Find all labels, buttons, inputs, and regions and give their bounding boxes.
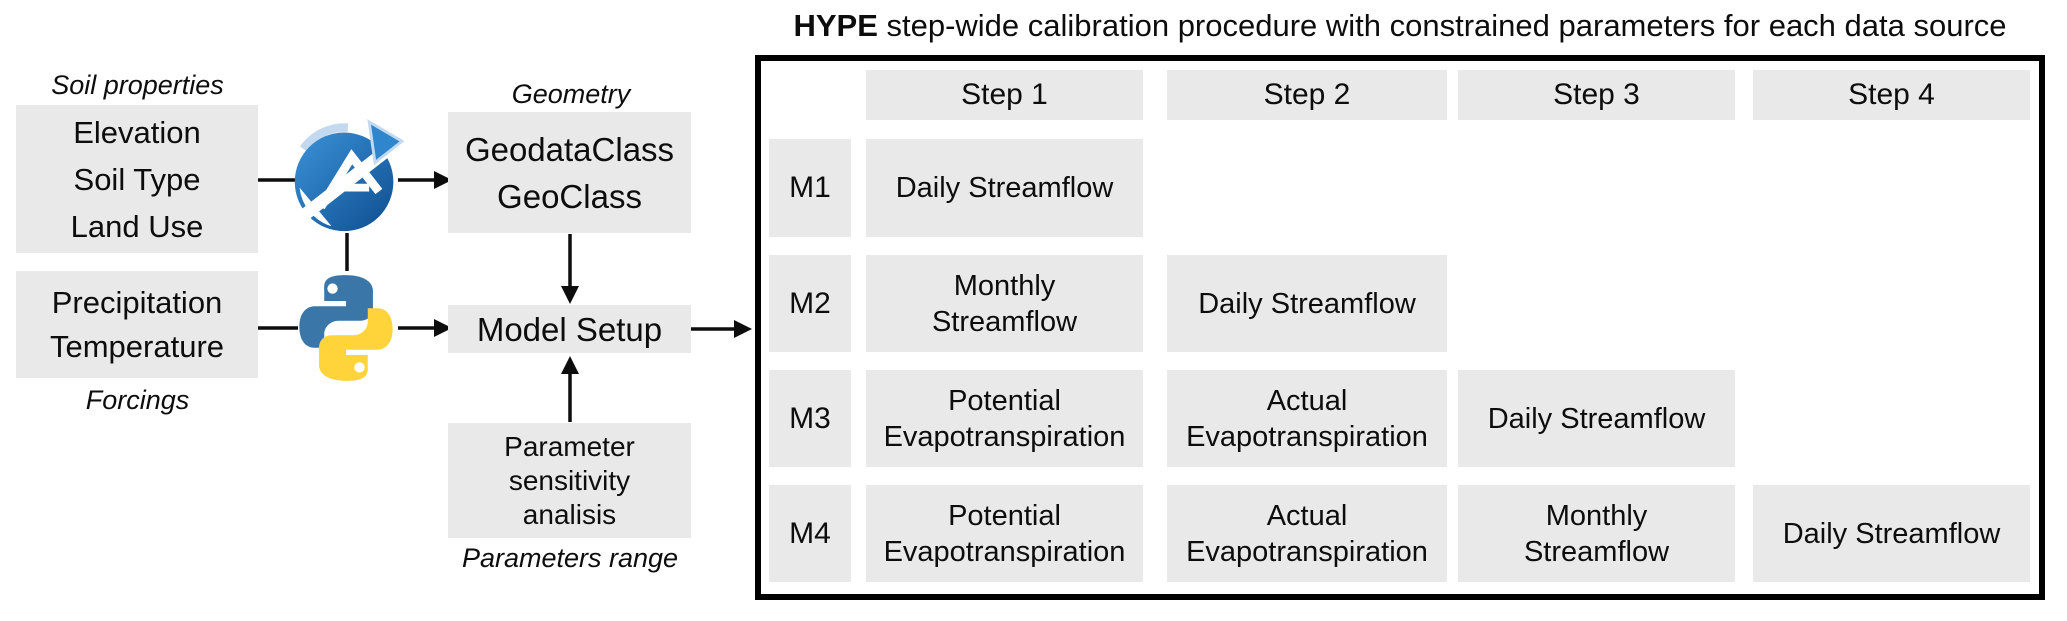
- geometry-label: Geometry: [511, 79, 631, 109]
- table-cell-m2-step1: Monthly Streamflow: [866, 255, 1143, 352]
- title-rest: step-wide calibration procedure with con…: [877, 8, 2007, 43]
- soil-properties-box: Elevation Soil Type Land Use: [16, 105, 258, 253]
- forcings-box: Precipitation Temperature: [16, 271, 258, 378]
- row-label-m3: M3: [769, 370, 851, 467]
- table-cell-m4-step4: Daily Streamflow: [1753, 485, 2030, 582]
- table-cell-m3-step3: Daily Streamflow: [1458, 370, 1735, 467]
- table-cell-m3-step1: Potential Evapotranspiration: [866, 370, 1143, 467]
- qgis-icon: [288, 116, 404, 238]
- python-icon: [289, 268, 403, 388]
- row-label-m1: M1: [769, 139, 851, 237]
- table-title: HYPE step-wide calibration procedure wit…: [755, 8, 2045, 44]
- table-cell-m2-step2: Daily Streamflow: [1167, 255, 1447, 352]
- step-header-4: Step 4: [1753, 70, 2030, 120]
- table-cell-m3-step2: Actual Evapotranspiration: [1167, 370, 1447, 467]
- geodataclass-box: GeodataClass GeoClass: [448, 112, 691, 233]
- step-header-1: Step 1: [866, 70, 1143, 120]
- step-header-3: Step 3: [1458, 70, 1735, 120]
- step-header-2: Step 2: [1167, 70, 1447, 120]
- parameter-sensitivity-box: Parameter sensitivity analisis: [448, 423, 691, 538]
- forcings-label: Forcings: [85, 385, 190, 415]
- soil-properties-label: Soil properties: [51, 70, 224, 100]
- table-cell-m4-step2: Actual Evapotranspiration: [1167, 485, 1447, 582]
- table-cell-m4-step3: Monthly Streamflow: [1458, 485, 1735, 582]
- row-label-m4: M4: [769, 485, 851, 582]
- row-label-m2: M2: [769, 255, 851, 352]
- parameters-range-label: Parameters range: [461, 543, 679, 573]
- title-model-name: HYPE: [793, 8, 878, 43]
- model-setup-box: Model Setup: [448, 305, 691, 353]
- table-cell-m4-step1: Potential Evapotranspiration: [866, 485, 1143, 582]
- table-cell-m1-step1: Daily Streamflow: [866, 139, 1143, 237]
